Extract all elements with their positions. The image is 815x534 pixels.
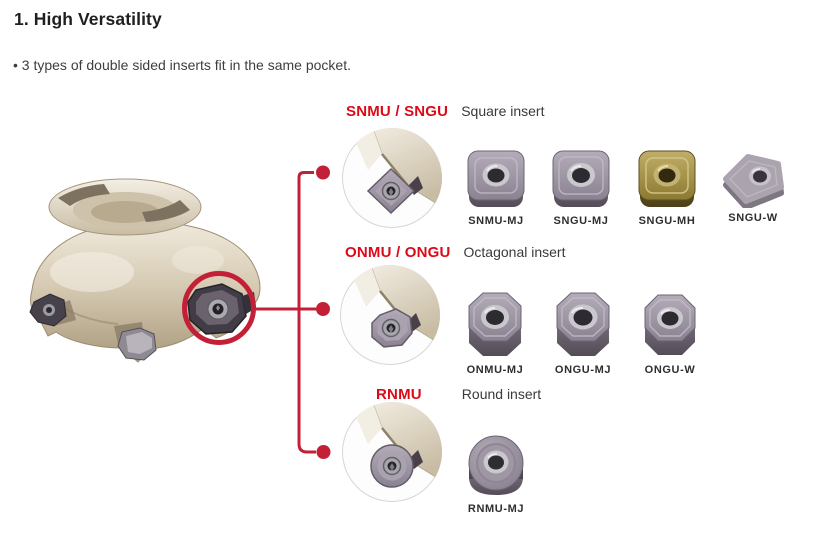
insert-image-sngu-w (723, 154, 784, 208)
insert-name: SNGU-MJ (553, 215, 609, 227)
page-title: 1. High Versatility (14, 9, 162, 29)
pocket-photo-square (342, 128, 442, 228)
insert-figure: SNGU-MJ (548, 149, 614, 227)
cutter-insert-bottom (117, 327, 157, 361)
insert-figure: ONGU-W (637, 292, 703, 376)
insert-name: RNMU-MJ (467, 503, 525, 515)
highlight-circle (182, 271, 256, 345)
insert-image-ongu-w (644, 294, 696, 355)
insert-type-square: Square insert (461, 103, 545, 119)
insert-figure: SNGU-MH (634, 149, 700, 227)
insert-image-sngu-mj (552, 150, 610, 207)
insert-image-onmu-mj (468, 292, 522, 356)
connector-dot-bottom (316, 445, 331, 459)
insert-figure: SNMU-MJ (463, 149, 529, 227)
row-header-octagonal: ONMU / ONGU Octagonal insert (345, 244, 565, 261)
insert-image-snmu-mj (467, 150, 525, 207)
insert-figure: SNGU-W (720, 152, 786, 224)
pocket-photo-octagonal (340, 265, 440, 365)
insert-codes-round: RNMU (376, 386, 422, 403)
insert-image-sngu-mh (638, 150, 696, 207)
insert-type-octagonal: Octagonal insert (463, 244, 566, 260)
connector-dot-middle (316, 302, 330, 316)
insert-codes-square: SNMU / SNGU (346, 103, 449, 120)
connector-dot-top (316, 165, 330, 180)
insert-name: SNGU-MH (638, 215, 696, 227)
insert-codes-octagonal: ONMU / ONGU (345, 244, 451, 261)
cutter-insert-left (29, 293, 67, 327)
row-header-square: SNMU / SNGU Square insert (346, 103, 545, 120)
insert-image-rnmu-mj (468, 435, 524, 495)
pocket-photo-round (342, 402, 442, 502)
insert-name: ONGU-W (644, 364, 696, 376)
insert-figure: ONMU-MJ (462, 290, 528, 376)
insert-type-round: Round insert (461, 386, 542, 402)
insert-figure: RNMU-MJ (463, 433, 529, 515)
bullet-text: • 3 types of double sided inserts fit in… (13, 57, 351, 73)
insert-image-ongu-mj (556, 292, 610, 356)
insert-name: SNMU-MJ (468, 215, 524, 227)
insert-name: ONMU-MJ (466, 364, 524, 376)
insert-name: ONGU-MJ (554, 364, 612, 376)
row-header-round: RNMU Round insert (376, 386, 541, 403)
insert-figure: ONGU-MJ (550, 290, 616, 376)
insert-name: SNGU-W (728, 212, 778, 224)
